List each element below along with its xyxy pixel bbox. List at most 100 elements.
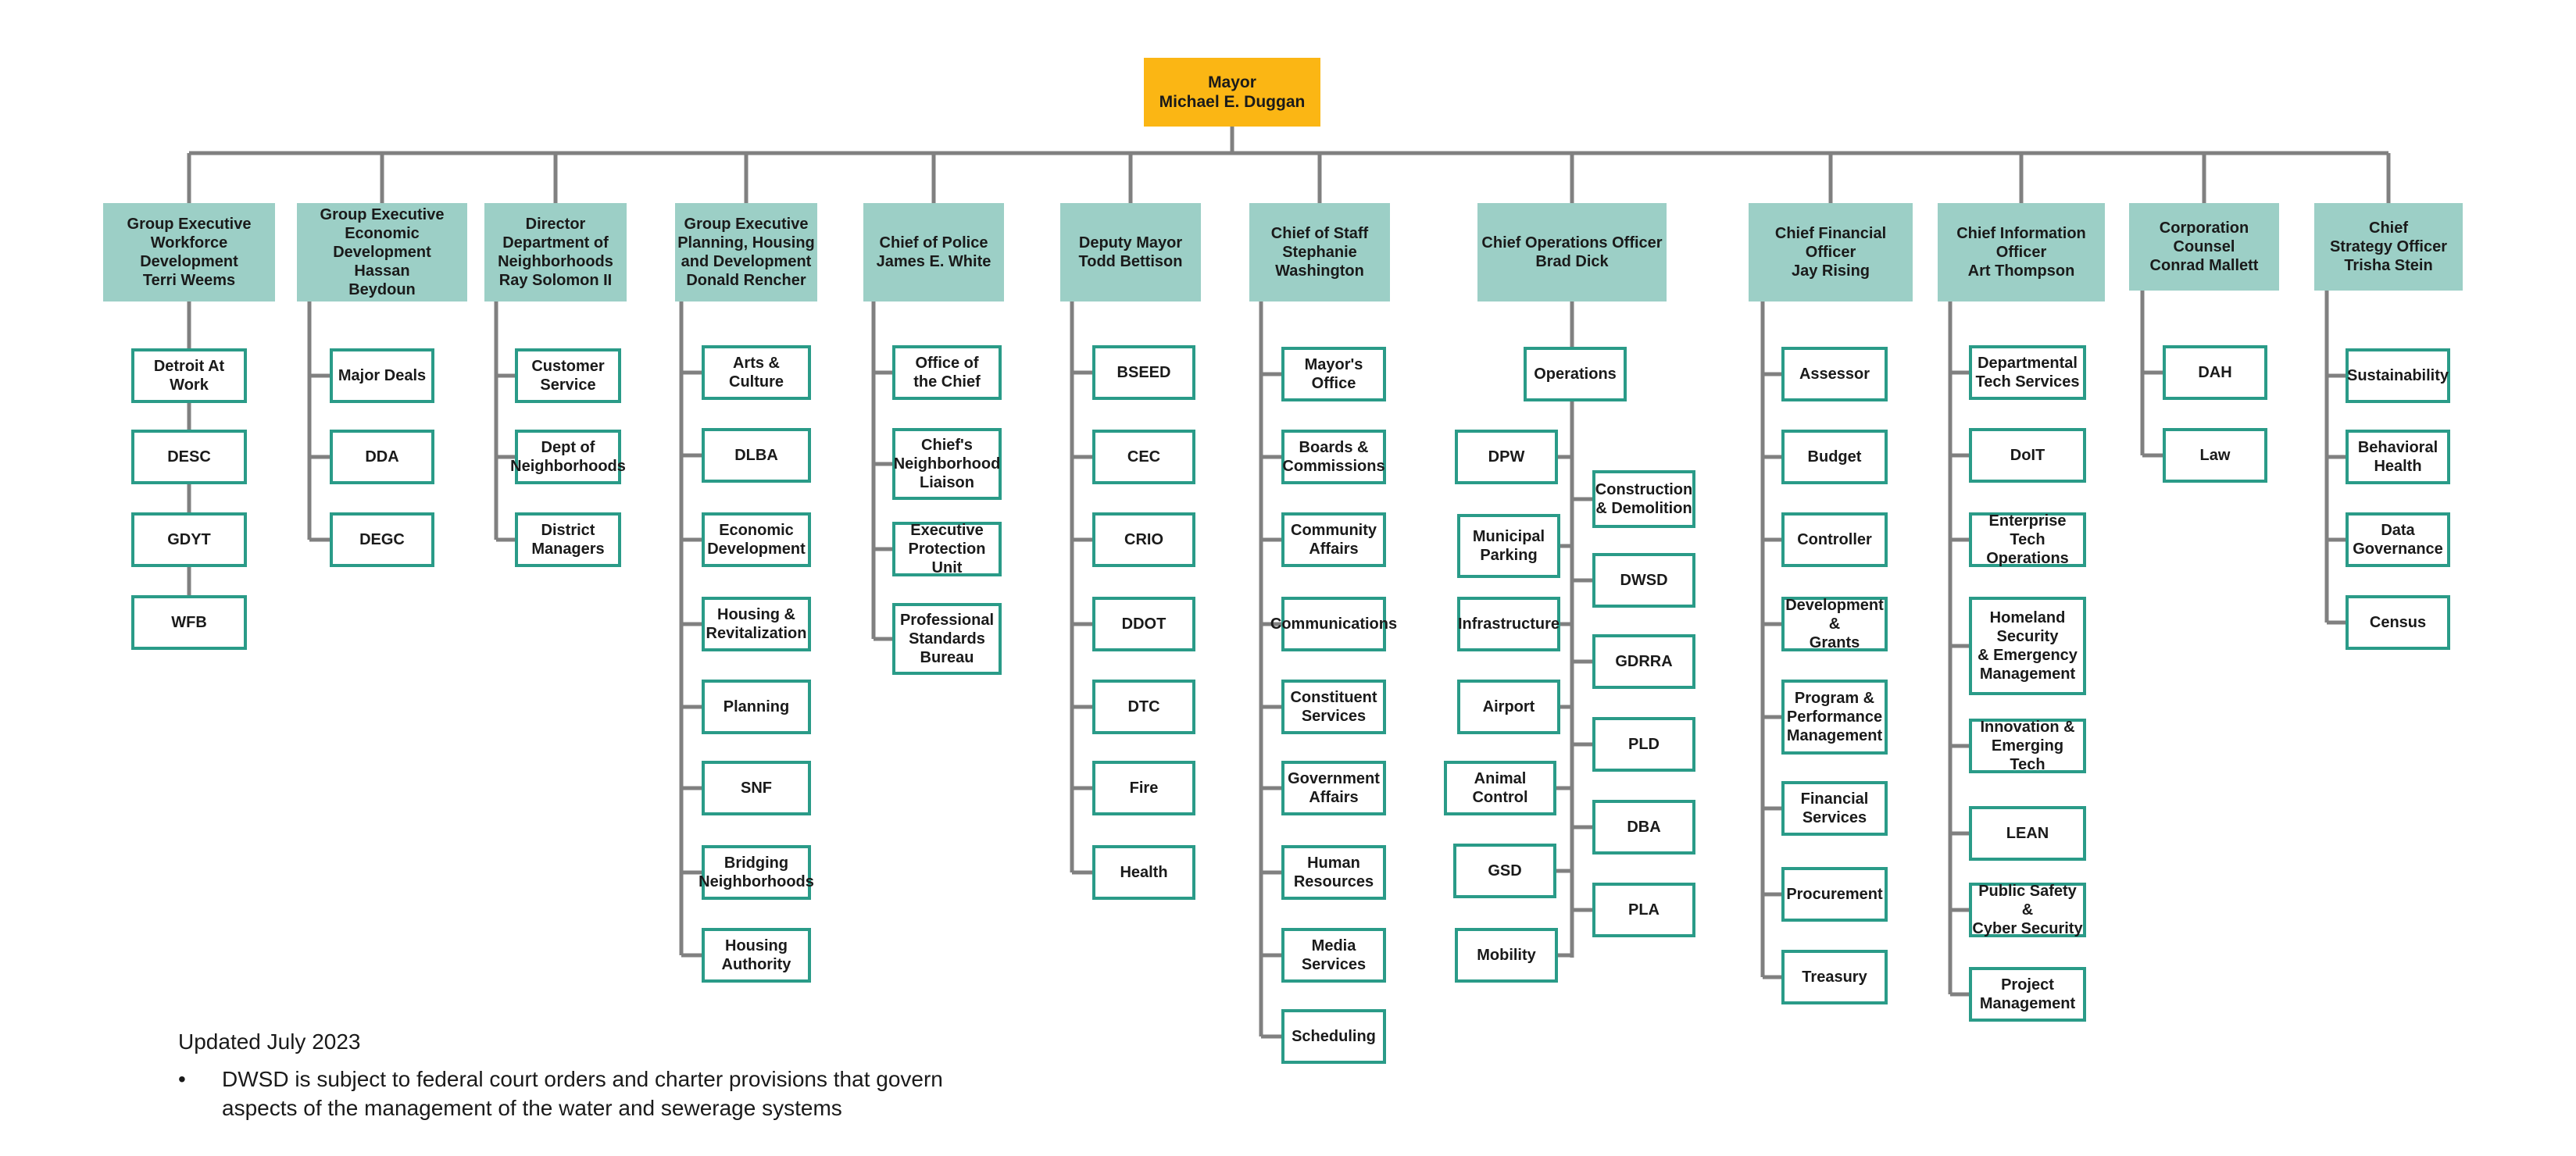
label-line: Standards [909,630,985,648]
unit-box-dwsd: DWSD [1592,553,1695,608]
label-line: DAH [2198,364,2232,381]
label-line: Tech Services [1975,373,2080,391]
unit-box-infrastructure: Infrastructure [1457,597,1560,651]
unit-box-health: Health [1092,845,1195,900]
label-line: Executive [910,522,984,539]
label-line: Customer [531,358,605,375]
unit-box-media-services: Media Services [1281,928,1386,983]
unit-box-doit: DoIT [1969,428,2086,483]
unit-box-boards-commissions: Boards & Commissions [1281,430,1386,484]
unit-box-animal-control: Animal Control [1444,761,1556,815]
label-line: Public Safety & [1978,883,2077,919]
footnote-line-1: DWSD is subject to federal court orders … [222,1067,943,1091]
unit-box-fire: Fire [1092,761,1195,815]
label-line: Housing [725,937,788,954]
label-line: Communications [1270,615,1398,633]
label-line: Revitalization [706,625,807,642]
label-line: GDRRA [1615,653,1673,670]
label-line: Affairs [1309,789,1359,806]
label-line: Human [1307,855,1360,872]
label-line: Commissions [1282,458,1385,475]
label-line: the Chief [913,373,981,391]
label-line: Fire [1129,780,1159,797]
label-line: Governance [2353,541,2443,558]
unit-box-treasury: Treasury [1781,950,1888,1004]
label-line: James E. White [876,253,991,270]
unit-box-controller: Controller [1781,512,1888,567]
label-line: Terri Weems [142,272,236,289]
label-line: Resources [1293,873,1374,890]
label-line: Law [2199,447,2231,464]
label-line: Neighborhoods [698,873,814,890]
unit-box-desc: DESC [131,430,247,484]
label-line: Enterprise Tech [1988,512,2067,548]
footnote-line-2: aspects of the management of the water a… [222,1095,842,1120]
label-line: Mobility [1477,947,1536,964]
label-line: District [541,522,595,539]
label-line: Workforce Development [140,234,238,270]
label-line: Chief Operations Officer [1481,234,1663,252]
label-line: DESC [167,448,211,466]
label-line: Group Executive [127,216,252,233]
unit-box-pla: PLA [1592,883,1695,937]
unit-box-dlba: DLBA [702,428,811,483]
unit-box-budget: Budget [1781,430,1888,484]
label-line: Municipal [1472,528,1545,545]
footnote: • DWSD is subject to federal court order… [178,1065,943,1123]
label-line: Bridging [723,855,789,872]
label-line: Planning, Housing [677,234,815,252]
label-line: GSD [1488,862,1522,879]
unit-box-dba: DBA [1592,800,1695,855]
label-line: Ray Solomon II [498,272,613,289]
label-line: DDOT [1121,615,1167,633]
label-line: Professional [899,612,995,629]
label-line: Detroit At Work [153,358,225,394]
unit-box-planning: Planning [702,680,811,734]
unit-box-dda: DDA [330,430,434,484]
label-line: Boards & [1299,439,1369,456]
label-line: LEAN [2006,825,2049,842]
label-line: Media Services [1301,937,1367,973]
unit-box-dpw: DPW [1455,430,1558,484]
label-line: Chief [2369,219,2408,237]
label-line: Management [1786,727,1883,744]
unit-box-mayor-s-office: Mayor's Office [1281,347,1386,401]
label-line: Trisha Stein [2344,257,2433,274]
label-line: & Demolition [1595,500,1692,517]
label-line: DoIT [2010,447,2045,464]
label-line: Affairs [1309,541,1359,558]
label-line: Constituent [1290,689,1377,706]
label-line: Mayor [1208,73,1256,91]
footer-notes: Updated July 2023 • DWSD is subject to f… [178,1029,943,1123]
label-line: Development [707,541,806,558]
label-line: Chief of Police [879,234,988,252]
unit-box-pld: PLD [1592,717,1695,772]
label-line: Planning [723,698,790,715]
unit-box-assessor: Assessor [1781,347,1888,401]
label-line: Service [540,376,596,394]
unit-box-law: Law [2163,428,2267,483]
label-line: Authority [721,956,791,973]
label-line: Art Thompson [1967,262,2075,280]
updated-date: Updated July 2023 [178,1029,361,1054]
unit-box-sustainability: Sustainability [2346,348,2450,403]
label-line: Program & [1794,690,1875,707]
label-line: Behavioral [2357,439,2438,456]
label-line: Security [1996,628,2059,645]
unit-box-housing-revitalization: Housing &Revitalization [702,597,811,651]
label-line: PLD [1628,736,1660,753]
label-line: Group Executive [320,206,445,223]
